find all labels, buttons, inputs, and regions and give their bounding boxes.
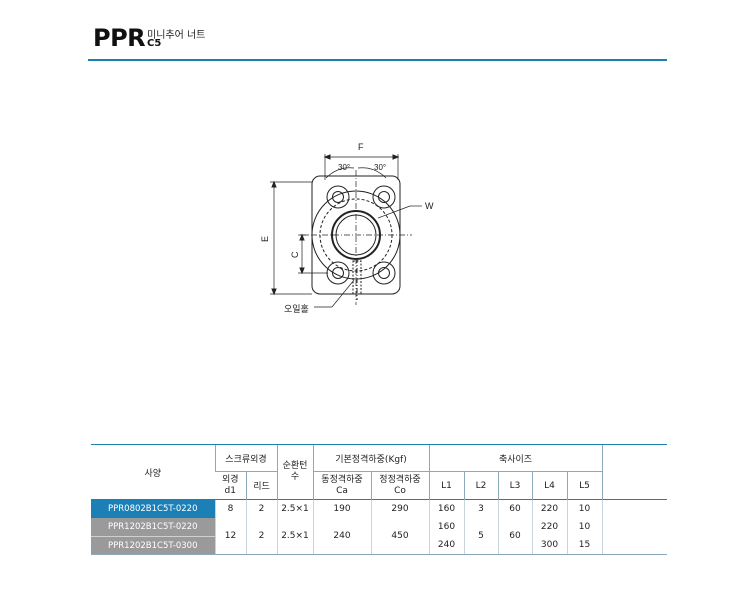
header-screw-od: 스크류외경	[214, 444, 277, 472]
l2-cell: 5	[463, 518, 498, 555]
header-l4: L4	[531, 471, 567, 500]
dim-c-label: C	[290, 251, 300, 258]
l1-cell: 160	[428, 499, 464, 518]
dim-30-left-label: 30°	[338, 163, 350, 172]
header-rule	[88, 59, 667, 61]
mount-hole	[326, 261, 350, 285]
lead-cell: 2	[245, 518, 277, 555]
od-cell: 8	[214, 499, 246, 518]
header-ca: 동정격하중 Ca	[312, 471, 371, 500]
l2-cell: 3	[463, 499, 498, 518]
page-header: PPR 미니추어 너트 C5	[91, 24, 667, 60]
nut-flange-drawing: F 30° 30° W E C 오일홀	[260, 142, 434, 315]
header-spec: 사양	[91, 444, 215, 500]
dim-f-label: F	[358, 142, 364, 152]
header-load: 기본정격하중(Kgf)	[312, 444, 429, 472]
dim-w-label: W	[425, 201, 434, 211]
spec-table: 사양 스크류외경 순환턴 수 기본정격하중(Kgf) 축사이즈 외경 d1 리드…	[91, 444, 668, 555]
header-l2: L2	[463, 471, 498, 500]
page-title: PPR	[93, 24, 146, 52]
header-l1: L1	[428, 471, 464, 500]
header-turns-line2: 수	[290, 472, 300, 482]
header-shaft-size: 축사이즈	[428, 444, 603, 472]
co-cell: 450	[370, 518, 429, 555]
mount-hole	[372, 185, 396, 209]
ca-cell: 190	[312, 499, 371, 518]
table-row: PPR0802B1C5T-0220 8 2 2.5×1 190 290 160 …	[91, 499, 668, 518]
header-l5: L5	[566, 471, 603, 500]
l3-cell: 60	[497, 499, 532, 518]
l5-cell: 10	[566, 499, 603, 518]
model-cell: PPR0802B1C5T-0220	[91, 499, 215, 518]
model-cell: PPR1202B1C5T-0300	[108, 541, 198, 551]
page-subtitle: 미니추어 너트	[147, 30, 206, 41]
header-blank	[601, 444, 668, 500]
co-cell: 290	[370, 499, 429, 518]
dim-30-right-label: 30°	[374, 163, 386, 172]
header-co: 정정격하중 Co	[370, 471, 429, 500]
mount-hole	[326, 185, 350, 209]
oil-hole-label: 오일홀	[284, 303, 309, 315]
header-lead: 리드	[245, 471, 277, 500]
header-turns: 순환턴 수	[276, 444, 313, 500]
model-cell: PPR1202B1C5T-0220	[91, 518, 215, 537]
turns-cell: 2.5×1	[276, 499, 313, 518]
od-cell: 12	[214, 518, 246, 555]
mount-hole	[372, 261, 396, 285]
l3-cell: 60	[497, 518, 532, 555]
ca-cell: 240	[312, 518, 371, 555]
header-turns-line1: 순환턴	[282, 461, 308, 471]
table-row-group: PPR1202B1C5T-0220 PPR1202B1C5T-0300 12 2…	[91, 518, 668, 555]
dim-e-label: E	[260, 236, 270, 242]
l4-cell: 220	[531, 499, 567, 518]
header-od: 외경 d1	[215, 471, 246, 500]
turns-cell: 2.5×1	[276, 518, 313, 555]
model-group-cell: PPR1202B1C5T-0220 PPR1202B1C5T-0300	[91, 518, 215, 555]
header-l3: L3	[497, 471, 532, 500]
accuracy-grade: C5	[147, 38, 162, 49]
lead-cell: 2	[245, 499, 277, 518]
